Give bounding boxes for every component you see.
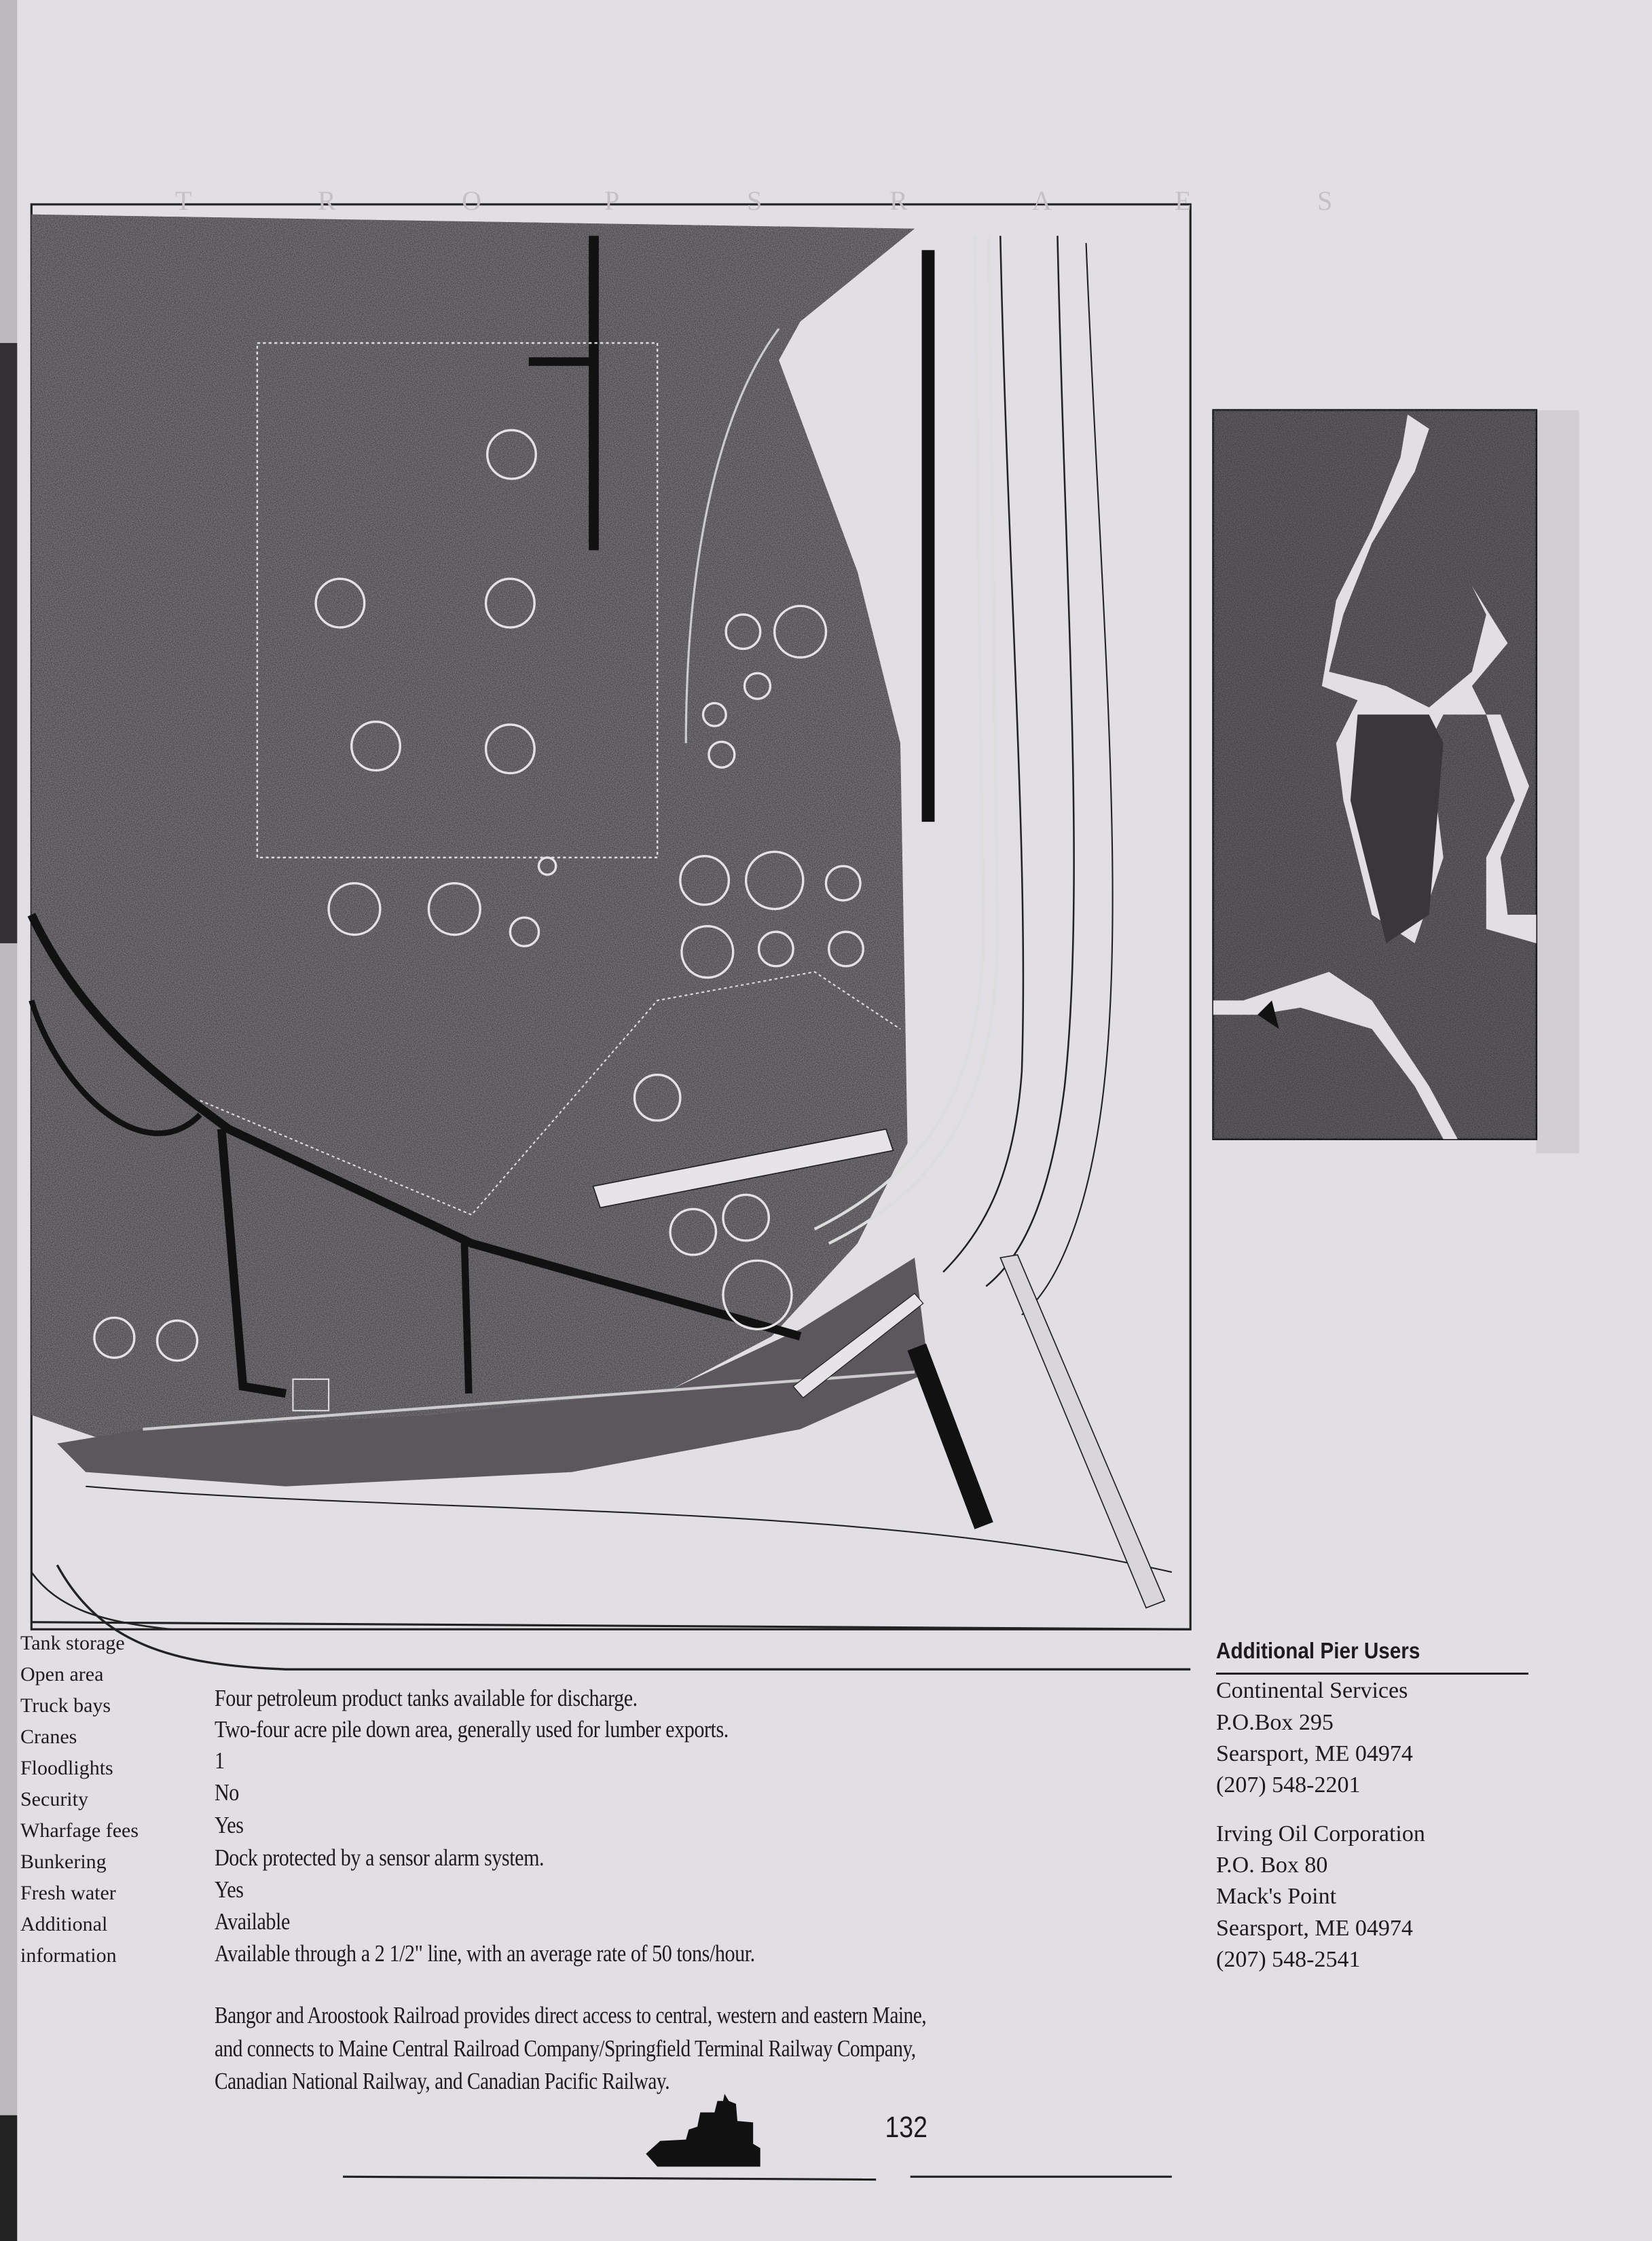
long-pier [999,1254,1166,1609]
security-value: Dock protected by a sensor alarm system. [215,1844,545,1871]
label-truck-bays: Truck bays [20,1694,111,1717]
title-letter: T [175,185,192,216]
land-area-stipple [31,214,915,1444]
label-bunkering: Bunkering [20,1851,107,1873]
title-letter: E [1175,185,1192,216]
paragraph-line: Bangor and Aroostook Railroad provides d… [215,2002,927,2028]
cranes-value: No [215,1779,239,1806]
user-name: Irving Oil Corporation [1216,1821,1425,1846]
bunkering-value: Available [215,1908,290,1935]
fresh-water-value: Available through a 2 1/2" line, with an… [215,1940,755,1967]
heading-rule [1216,1673,1528,1675]
wharfage-fees-value: Yes [215,1876,244,1903]
label-cranes: Cranes [20,1726,77,1748]
binding-gutter [0,0,18,2241]
label-tank-storage: Tank storage [20,1632,125,1654]
paragraph-line: Canadian National Railway, and Canadian … [215,2068,670,2094]
title-letter: R [318,185,336,216]
page-number: 132 [885,2111,928,2144]
user-city: Searsport, ME 04974 [1216,1741,1413,1766]
title-letter: P [604,185,620,216]
label-additional: Additional [20,1913,108,1935]
title-letter: S [1317,185,1333,216]
user-phone: (207) 548-2541 [1216,1947,1361,1972]
title-letter: A [1032,185,1052,216]
open-area-value: Two-four acre pile down area, generally … [215,1716,729,1743]
label-open-area: Open area [20,1663,104,1686]
ship-icon [646,2094,760,2167]
user-name: Continental Services [1216,1678,1408,1703]
user-city: Searsport, ME 04974 [1216,1916,1413,1941]
user-phone: (207) 548-2201 [1216,1772,1361,1798]
user-locality: Mack's Point [1216,1884,1337,1909]
footer-rule-left [343,2175,877,2181]
shore-strip [57,1258,930,1487]
section-heading: Additional Pier Users [1216,1638,1420,1663]
pier [907,1343,993,1529]
label-floodlights: Floodlights [20,1757,113,1779]
label-wharfage-fees: Wharfage fees [20,1819,139,1842]
label-information: information [20,1944,117,1967]
title-letter: S [747,185,763,216]
site-map [27,203,1192,1671]
user-address: P.O. Box 80 [1216,1853,1328,1878]
title-letter: R [889,185,908,216]
floodlights-value: Yes [215,1812,244,1838]
paragraph-line: and connects to Maine Central Railroad C… [215,2035,916,2062]
user-address: P.O.Box 295 [1216,1710,1334,1735]
storage-tanks [93,429,864,1362]
inset-map [1212,409,1579,1154]
tank-storage-value: Four petroleum product tanks available f… [215,1685,638,1711]
truck-bays-value: 1 [215,1747,225,1774]
label-security: Security [20,1788,88,1810]
label-fresh-water: Fresh water [20,1882,116,1904]
title-letter: O [462,185,481,216]
